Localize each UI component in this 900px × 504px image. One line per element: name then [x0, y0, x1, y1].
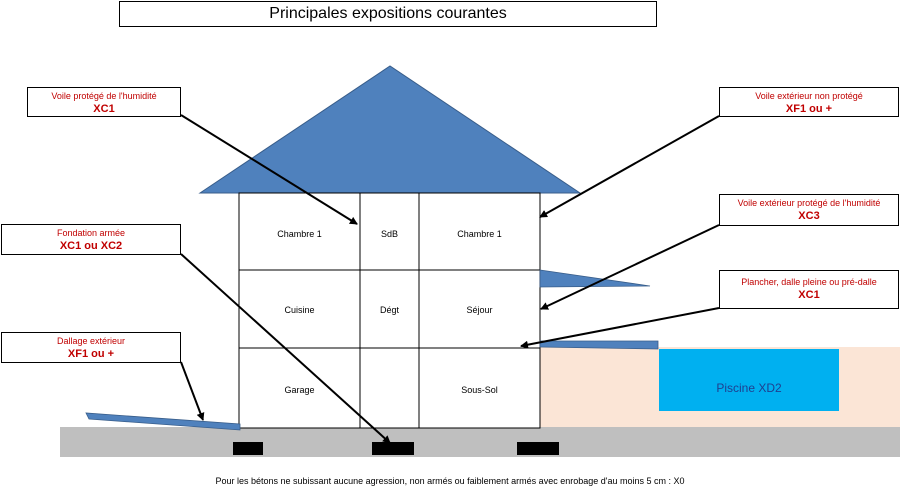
pool [659, 349, 839, 411]
roof [198, 65, 582, 194]
room-chambre-1-right: Chambre 1 [457, 229, 502, 239]
callout-label: Plancher, dalle pleine ou pré-dalle [741, 277, 877, 287]
terrace-slab [539, 340, 659, 350]
room-degt: Dégt [379, 305, 399, 315]
house-frame [238, 192, 541, 429]
arrow-voile-ext-protege [540, 224, 720, 310]
callout-fondation: Fondation armée XC1 ou XC2 [1, 224, 181, 255]
pool-label: Piscine XD2 [716, 381, 782, 395]
callout-voile-protege: Voile protégé de l'humidité XC1 [27, 87, 181, 117]
room-sdb: SdB [380, 229, 398, 239]
ground-strip [60, 427, 900, 457]
callout-dallage: Dallage extérieur XF1 ou + [1, 332, 181, 363]
callout-label: Voile protégé de l'humidité [51, 91, 157, 101]
room-cuisine: Cuisine [284, 305, 315, 315]
room-sejour: Séjour [466, 305, 493, 315]
callout-voile-ext-protege: Voile extérieur protégé de l'humidité XC… [719, 194, 899, 226]
foundation-right [517, 442, 559, 455]
callout-label: Fondation armée [56, 228, 126, 238]
callout-class: XC3 [798, 210, 820, 222]
arrow-dallage [180, 361, 205, 421]
foundation-center [372, 442, 414, 455]
callout-voile-ext-non-protege: Voile extérieur non protégé XF1 ou + [719, 87, 899, 117]
callout-class: XC1 ou XC2 [59, 240, 123, 252]
arrow-voile-ext-non-protege [539, 115, 720, 218]
callout-class: XC1 [798, 289, 820, 301]
callout-class: XC1 [93, 103, 115, 115]
arrow-voile-protege [180, 114, 358, 225]
callout-label: Voile extérieur non protégé [755, 91, 863, 101]
exterior-paving [85, 412, 241, 431]
callout-class: XF1 ou + [785, 103, 833, 115]
room-chambre-1-left: Chambre 1 [277, 229, 322, 239]
callout-label: Dallage extérieur [56, 336, 126, 346]
callout-class: XF1 ou + [67, 348, 115, 360]
page-title: Principales expositions courantes [119, 1, 657, 27]
callout-plancher: Plancher, dalle pleine ou pré-dalle XC1 [719, 270, 899, 309]
room-sous-sol: Sous-Sol [461, 385, 498, 395]
footer-note: Pour les bétons ne subissant aucune agre… [215, 476, 685, 486]
callout-label: Voile extérieur protégé de l'humidité [737, 198, 881, 208]
balcony-slab [539, 269, 651, 288]
room-garage: Garage [284, 385, 315, 395]
arrow-plancher [520, 307, 720, 349]
arrow-fondation [180, 253, 391, 444]
foundation-left [233, 442, 263, 455]
